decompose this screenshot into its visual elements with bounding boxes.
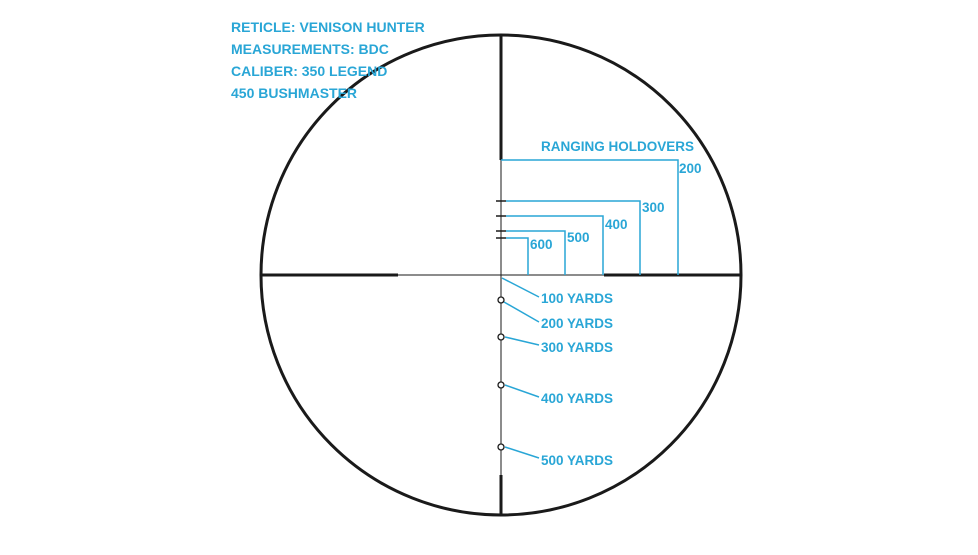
ranging-label-600: 600	[530, 237, 553, 252]
ranging-label-500: 500	[567, 230, 590, 245]
ranging-bracket-500	[506, 230, 566, 275]
bdc-dot-400	[497, 381, 505, 389]
bdc-dot-500	[497, 443, 505, 451]
bdc-label-500: 500 YARDS	[541, 453, 613, 468]
ranging-label-300: 300	[642, 200, 665, 215]
caliber-label: CALIBER: 350 LEGEND	[231, 63, 387, 79]
ranging-bracket-400	[506, 215, 604, 275]
bdc-dot-300	[497, 333, 505, 341]
bdc-label-200: 200 YARDS	[541, 316, 613, 331]
bdc-label-400: 400 YARDS	[541, 391, 613, 406]
reticle-name: RETICLE: VENISON HUNTER	[231, 19, 425, 35]
ranging-title: RANGING HOLDOVERS	[541, 139, 694, 154]
ranging-bracket-300	[506, 200, 641, 275]
bdc-leader-500	[504, 446, 540, 459]
bdc-label-300: 300 YARDS	[541, 340, 613, 355]
ranging-label-200: 200	[679, 161, 702, 176]
bdc-dot-200	[497, 296, 505, 304]
ranging-label-400: 400	[605, 217, 628, 232]
bdc-leader-300	[504, 336, 540, 346]
caliber-label-2: 450 BUSHMASTER	[231, 85, 357, 101]
bdc-leader-100	[501, 277, 540, 298]
ranging-bracket-600	[506, 237, 529, 275]
bdc-leader-400	[504, 384, 540, 398]
bdc-leader-200	[503, 301, 540, 323]
ranging-bracket-200	[501, 159, 679, 275]
bdc-label-100: 100 YARDS	[541, 291, 613, 306]
measurements-label: MEASUREMENTS: BDC	[231, 41, 389, 57]
